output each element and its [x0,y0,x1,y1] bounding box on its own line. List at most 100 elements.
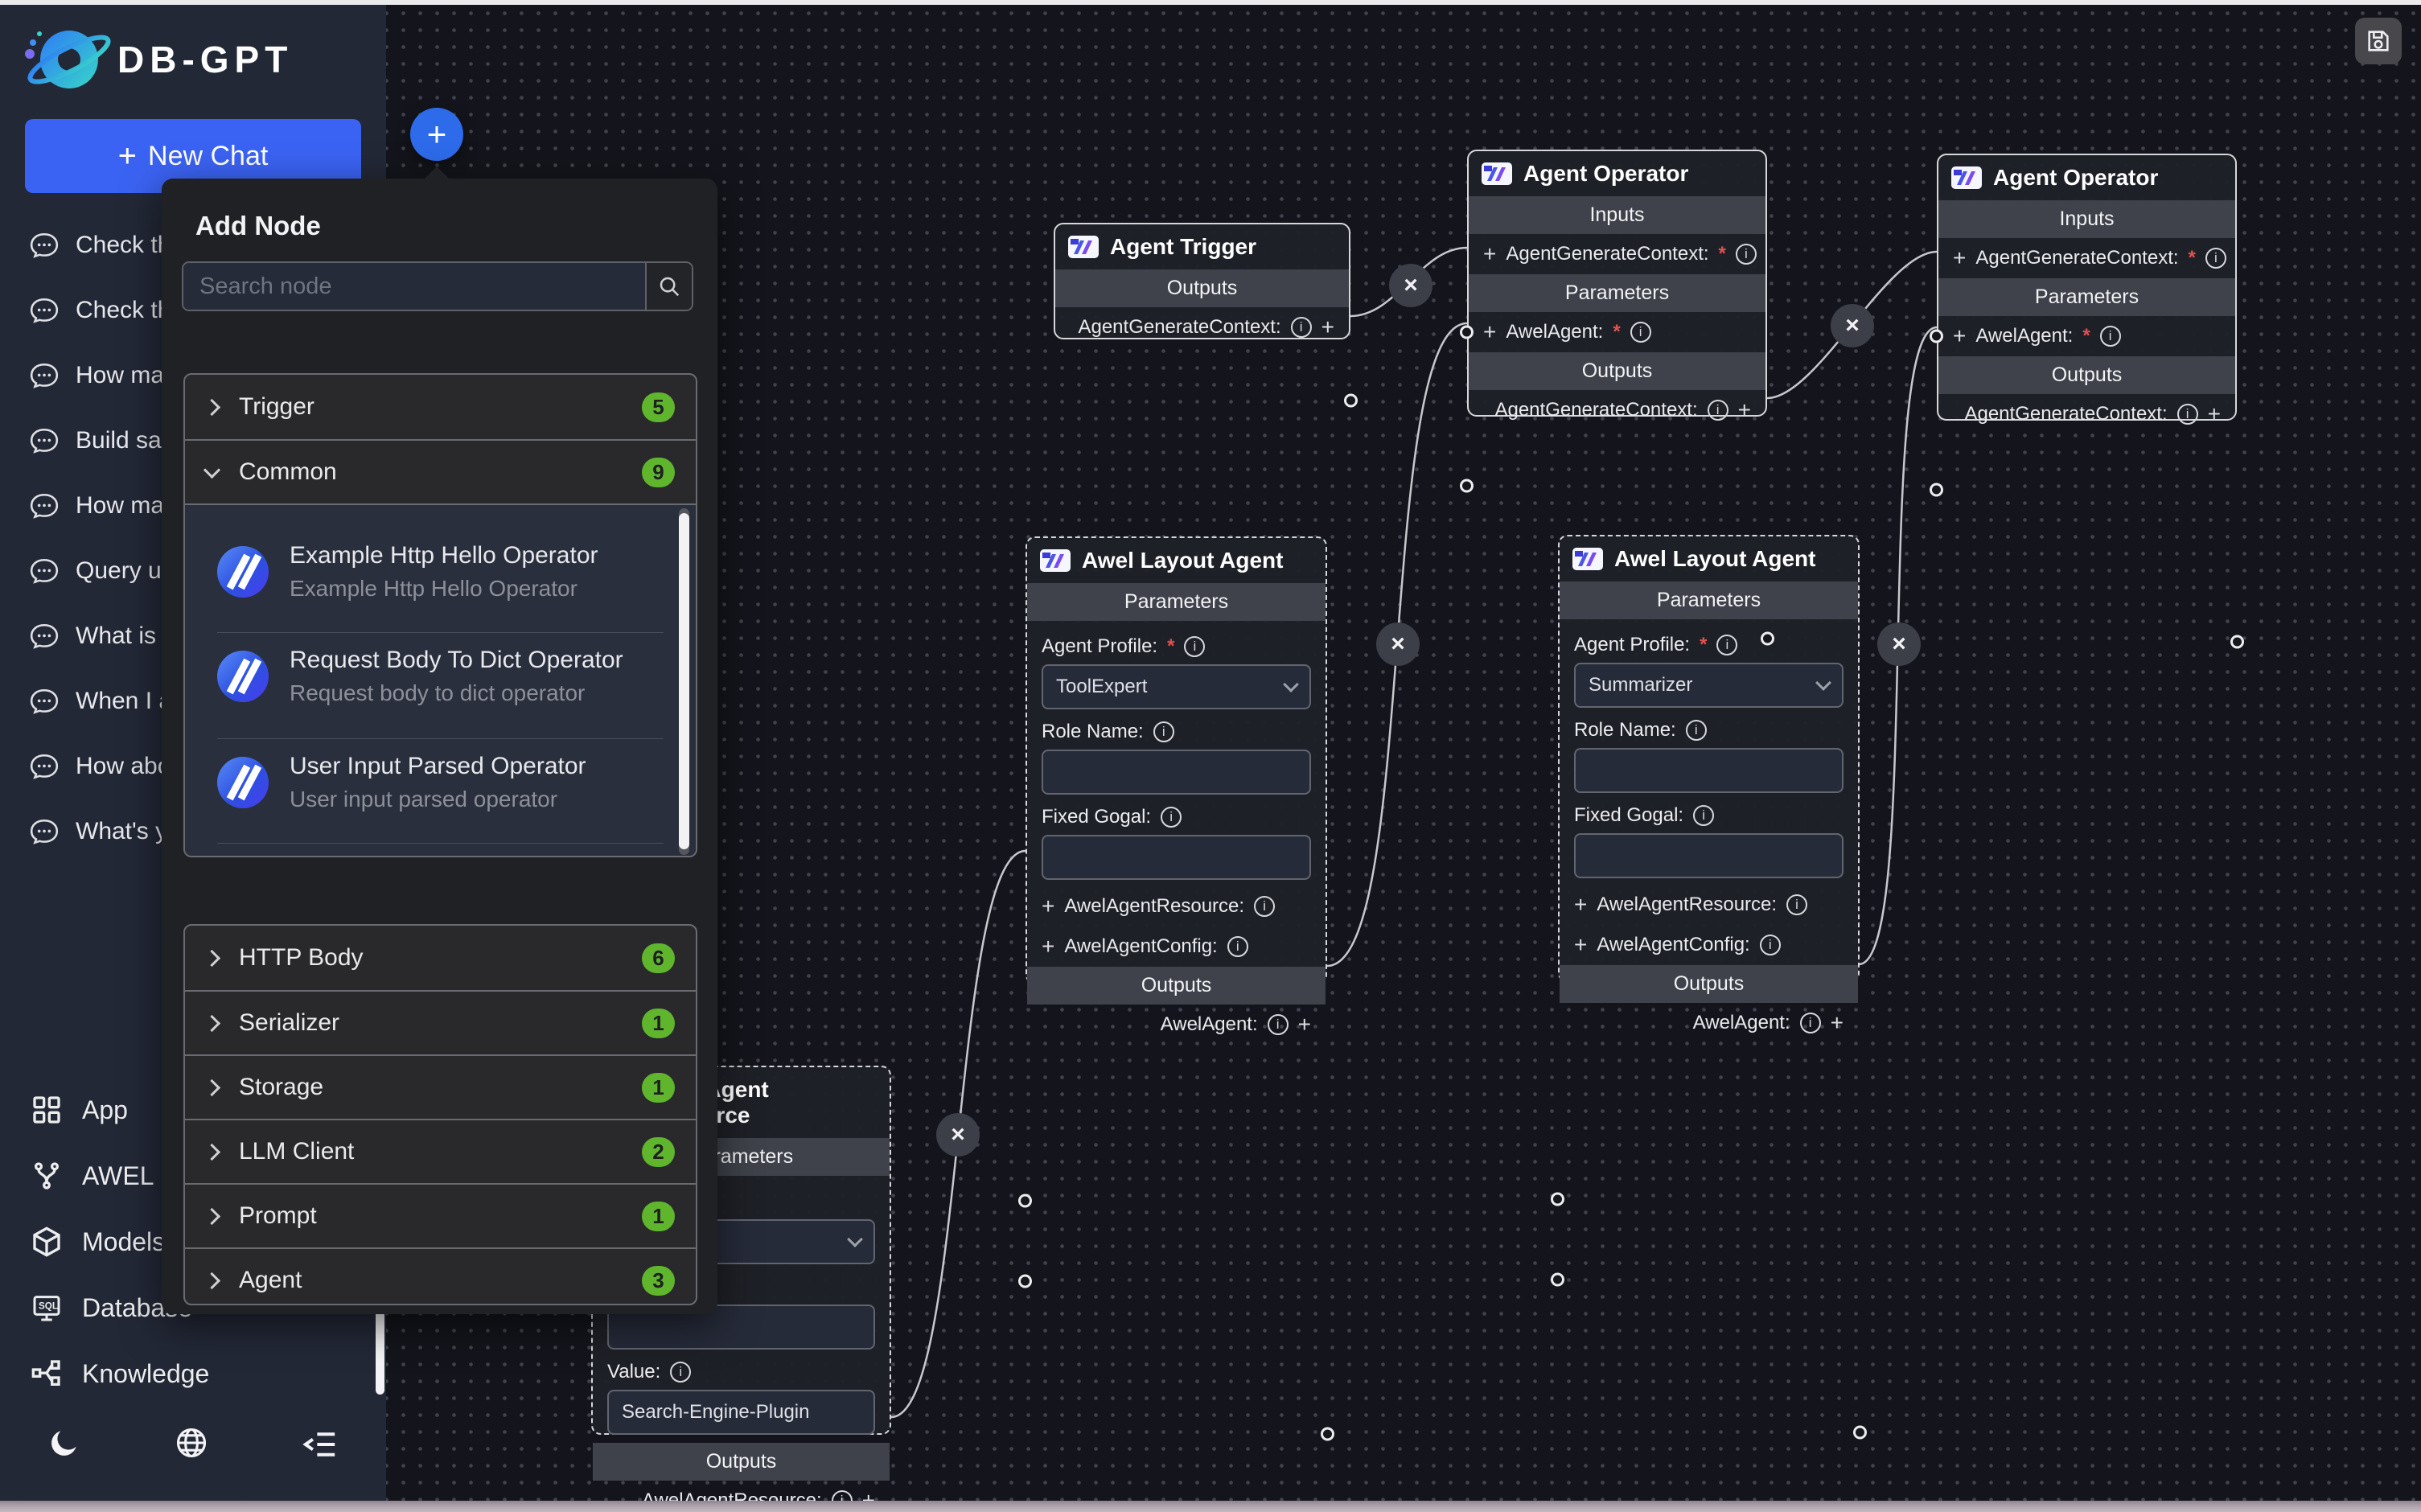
chat-history-item[interactable]: What is M [29,622,183,650]
edge-delete-button[interactable]: × [1831,304,1874,347]
add-output-icon[interactable]: + [2207,401,2221,426]
param-handle[interactable] [1930,483,1943,497]
info-icon[interactable]: i [1153,721,1174,742]
chat-history-item[interactable]: How man [29,492,178,520]
add-output-icon[interactable]: + [1321,314,1334,339]
node-awel-layout-agent-1[interactable]: Awel Layout Agent Parameters Agent Profi… [1018,536,1334,1441]
agent-profile-select[interactable]: ToolExpert [1042,664,1311,709]
operator-list-item[interactable]: Example Http Hello Operator Example Http… [185,520,696,624]
sidebar-item-knowledge[interactable]: Knowledge [31,1358,209,1390]
info-icon[interactable]: i [1630,322,1651,343]
info-icon[interactable]: i [1693,805,1715,826]
name-input[interactable] [622,1316,861,1338]
info-icon[interactable]: i [1685,720,1707,741]
operator-list-item[interactable]: User Input Parsed Operator User input pa… [185,730,696,835]
chat-history-item[interactable]: What's yo [29,818,181,845]
edge-delete-button[interactable]: × [936,1113,980,1157]
node-agent-operator-2[interactable]: Agent Operator Inputs + AgentGenerateCon… [1930,154,2244,649]
info-icon[interactable]: i [670,1362,692,1383]
operator-list-item-partial[interactable] [185,835,696,856]
param-handle[interactable] [1460,479,1474,493]
info-icon[interactable]: i [2176,404,2198,425]
sidebar-item-models[interactable]: Models [31,1226,165,1258]
edge-delete-button[interactable]: × [1877,622,1921,666]
group-trigger[interactable]: Trigger 5 [185,375,696,439]
group-llm-client[interactable]: LLM Client 2 [185,1119,696,1183]
add-config-icon[interactable]: + [1574,932,1588,957]
agent-profile-select[interactable]: Summarizer [1574,663,1843,708]
add-output-icon[interactable]: + [1297,1012,1311,1037]
search-button[interactable] [645,263,692,310]
info-icon[interactable]: i [1735,244,1757,265]
resource-handle[interactable] [1018,1194,1032,1208]
chat-history-item[interactable]: When I ar [29,688,180,715]
info-icon[interactable]: i [2099,326,2121,347]
brand[interactable]: DB-GPT [23,21,293,98]
config-handle[interactable] [1551,1272,1564,1287]
add-config-icon[interactable]: + [1042,934,1055,959]
chat-history-item[interactable]: How man [29,362,178,389]
info-icon[interactable]: i [1267,1014,1289,1035]
add-output-icon[interactable]: + [1737,397,1751,422]
add-param-icon[interactable]: + [1953,323,1967,348]
group-prompt[interactable]: Prompt 1 [185,1183,696,1247]
edge-delete-button[interactable]: × [1389,264,1432,307]
info-icon[interactable]: i [1184,636,1206,657]
output-label: AgentGenerateContext: [1078,316,1281,338]
info-icon[interactable]: i [1707,400,1728,421]
fixed-goal-input[interactable] [1056,846,1297,869]
info-icon[interactable]: i [1799,1013,1821,1033]
info-icon[interactable]: i [1759,935,1781,955]
info-icon[interactable]: i [1290,317,1312,338]
node-agent-operator-1[interactable]: Agent Operator Inputs + AgentGenerateCon… [1460,150,1774,646]
info-icon[interactable]: i [1227,936,1248,957]
group-serializer[interactable]: Serializer 1 [185,990,696,1054]
theme-toggle-moon-icon[interactable] [47,1425,82,1465]
list-scrollbar-thumb[interactable] [679,513,689,849]
role-name-input[interactable] [1589,759,1829,782]
group-label: Agent [239,1267,302,1293]
group-agent[interactable]: Agent 3 [185,1247,696,1304]
add-param-icon[interactable]: + [1483,319,1497,344]
operator-list-item[interactable]: Request Body To Dict Operator Request bo… [185,624,696,729]
info-icon[interactable]: i [1161,807,1182,828]
node-awel-layout-agent-2[interactable]: Awel Layout Agent Parameters Agent Profi… [1551,535,1867,1440]
edge-delete-button[interactable]: × [1376,622,1420,666]
fixed-goal-input[interactable] [1589,844,1829,867]
value-input[interactable] [622,1401,861,1424]
group-http-body[interactable]: HTTP Body 6 [185,926,696,990]
input-handle[interactable] [1930,329,1943,343]
language-globe-icon[interactable] [174,1425,209,1465]
add-node-fab[interactable]: + [410,108,463,161]
info-icon[interactable]: i [2205,248,2226,269]
group-common[interactable]: Common 9 [185,439,696,503]
add-resource-icon[interactable]: + [1574,892,1588,917]
sidebar-scrollbar-thumb[interactable] [376,1306,384,1395]
info-icon[interactable]: i [1716,635,1738,655]
role-name-input[interactable] [1056,761,1297,783]
save-flow-button[interactable] [2355,18,2402,64]
role-name-input-wrap [1574,748,1843,793]
resource-handle[interactable] [1551,1192,1564,1206]
sidebar-item-app[interactable]: App [31,1094,128,1126]
add-input-icon[interactable]: + [1953,245,1967,270]
output-handle[interactable] [1344,393,1358,408]
output-handle[interactable] [1853,1425,1867,1440]
search-node-input[interactable] [183,263,645,310]
collapse-sidebar-button[interactable] [302,1428,338,1465]
chat-history-item[interactable]: Build sale [29,427,180,454]
add-resource-icon[interactable]: + [1042,894,1055,918]
group-storage[interactable]: Storage 1 [185,1054,696,1119]
output-handle[interactable] [1761,631,1774,646]
node-agent-trigger[interactable]: Agent Trigger Outputs AgentGenerateConte… [1054,223,1358,408]
output-handle[interactable] [2230,635,2244,649]
input-handle[interactable] [1460,325,1474,339]
output-handle[interactable] [1321,1427,1334,1441]
group-label: LLM Client [239,1138,355,1165]
config-handle[interactable] [1018,1274,1032,1288]
info-icon[interactable]: i [1786,894,1808,915]
add-input-icon[interactable]: + [1483,241,1497,266]
add-output-icon[interactable]: + [1830,1010,1843,1035]
info-icon[interactable]: i [1254,896,1276,917]
